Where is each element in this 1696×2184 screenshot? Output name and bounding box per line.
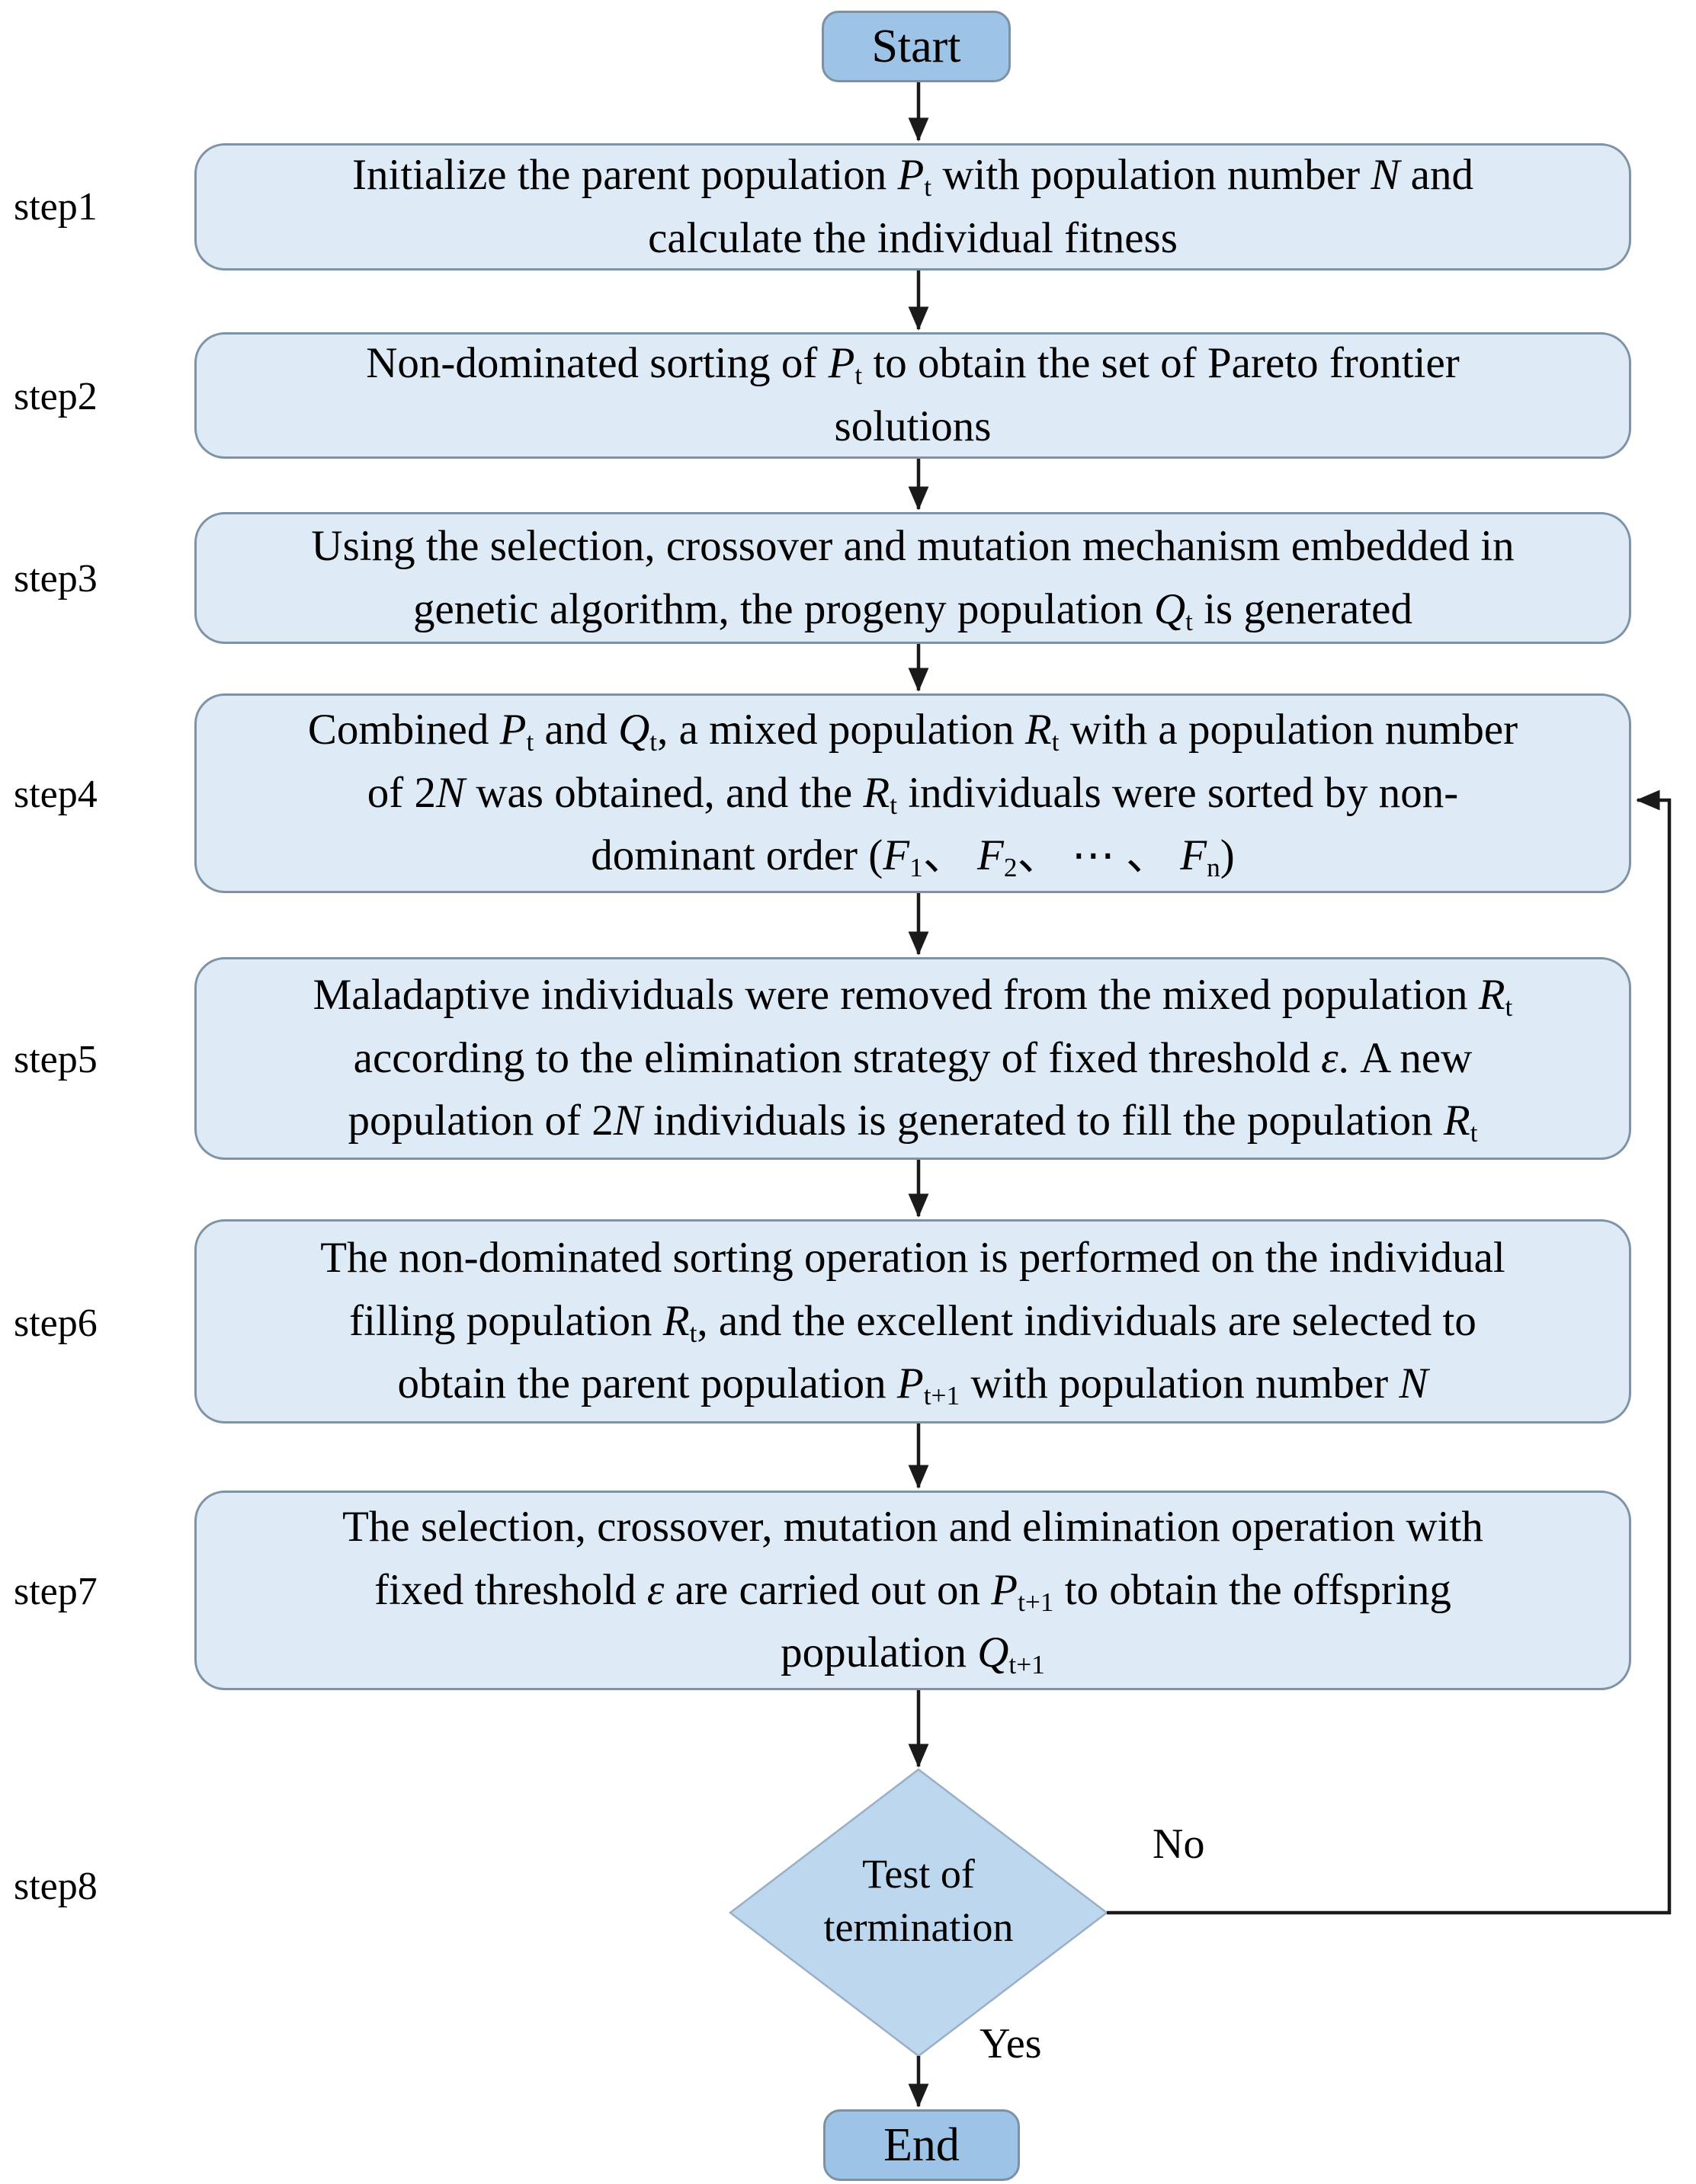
step-label-2: step2 (14, 375, 98, 418)
start-label: Start (871, 20, 961, 72)
process-box-step6: The non-dominated sorting operation is p… (194, 1219, 1631, 1423)
decision-line2: termination (823, 1904, 1014, 1951)
start-node: Start (822, 11, 1011, 82)
process-box-step1: Initialize the parent population Pt with… (194, 143, 1631, 271)
end-node: End (823, 2109, 1020, 2181)
step-label-3: step3 (14, 557, 98, 600)
process-box-step2: Non-dominated sorting of Pt to obtain th… (194, 332, 1631, 459)
end-label: End (883, 2118, 960, 2171)
process-box-step4: Combined Pt and Qt, a mixed population R… (194, 693, 1631, 893)
step-label-1: step1 (14, 185, 98, 229)
decision-label: Test of termination (766, 1847, 1071, 1954)
process-box-step3: Using the selection, crossover and mutat… (194, 512, 1631, 644)
step-label-5: step5 (14, 1038, 98, 1081)
yes-branch-label: Yes (979, 2020, 1042, 2067)
step-label-4: step4 (14, 773, 98, 816)
decision-line1: Test of (862, 1851, 975, 1897)
process-box-step5: Maladaptive individuals were removed fro… (194, 957, 1631, 1160)
step-label-7: step7 (14, 1570, 98, 1613)
process-box-step7: The selection, crossover, mutation and e… (194, 1491, 1631, 1690)
no-branch-label: No (1153, 1821, 1205, 1868)
step-label-6: step6 (14, 1302, 98, 1345)
step-label-8: step8 (14, 1865, 98, 1908)
